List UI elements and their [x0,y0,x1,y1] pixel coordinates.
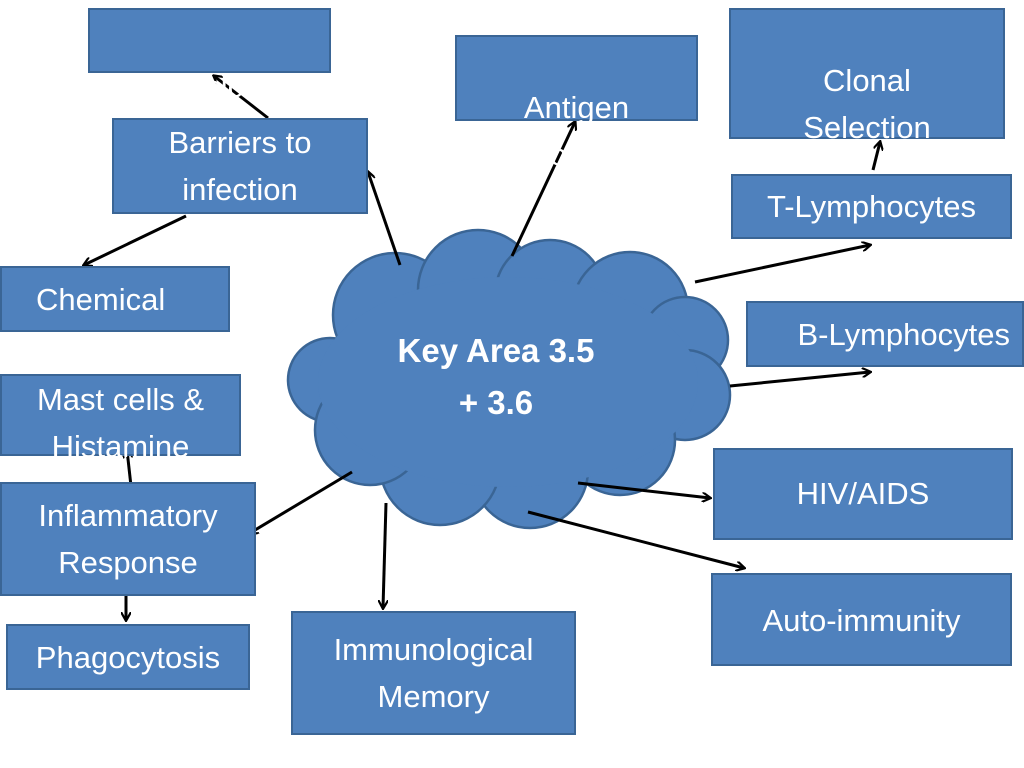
arrow-to-inflammatory [250,470,353,533]
node-barriers-to-infection: Barriers to infection [112,118,368,214]
node-immunological-memory: Immunological Memory [291,611,576,735]
central-cloud [286,228,732,530]
node-auto-immunity: Auto-immunity [711,573,1012,666]
node-t-lymphocytes: T-Lymphocytes [731,174,1012,239]
node-inflammatory-response: Inflammatory Response [0,482,256,596]
arrow-to-barriers [368,172,402,266]
node-physical: Physical [88,8,331,104]
arrow-to-hiv-aids [577,481,710,498]
node-chemical: Chemical [0,266,230,332]
arrow-t-to-clonal-selection [871,142,880,171]
arrow-to-immunological-memory [383,502,386,608]
node-auto-immunity-label: Auto-immunity [762,603,961,638]
node-phagocytosis: Phagocytosis [6,624,250,690]
arrow-to-auto-immunity [527,510,744,568]
arrow-barriers-to-chemical [84,214,187,265]
node-clonal-selection-theory: Clonal Selection Theory [729,8,1005,192]
node-t-lymphocytes-label: T-Lymphocytes [766,189,977,224]
node-antigen-recognition: Antigen Recognition [455,35,698,172]
node-hiv-aids-label: HIV/AIDS [796,476,930,511]
node-phagocytosis-label: Phagocytosis [35,639,221,675]
node-b-lymphocytes-label: B-Lymphocytes [797,316,1011,352]
central-label: Key Area 3.5 + 3.6 [397,332,595,421]
arrow-to-antigen-recognition [510,122,575,257]
arrow-barriers-to-physical [214,76,269,120]
node-antigen-recognition-label: Antigen Recognition [494,90,659,172]
node-b-lymphocytes: B-Lymphocytes [746,301,1024,367]
node-inflammatory-label: Inflammatory Response [38,498,218,580]
arrow-to-t-lymphocytes [694,245,870,284]
node-immunological-memory-label: Immunological Memory [333,632,534,714]
node-mast-cells-histamine: Mast cells & Histamine [0,374,241,464]
node-barriers-label: Barriers to infection [168,125,312,207]
node-physical-label: Physical [151,69,268,104]
node-chemical-label: Chemical [36,281,166,317]
node-mast-cells-label: Mast cells & Histamine [36,382,205,464]
arrow-to-b-lymphocytes [729,372,870,388]
node-hiv-aids: HIV/AIDS [713,448,1013,540]
